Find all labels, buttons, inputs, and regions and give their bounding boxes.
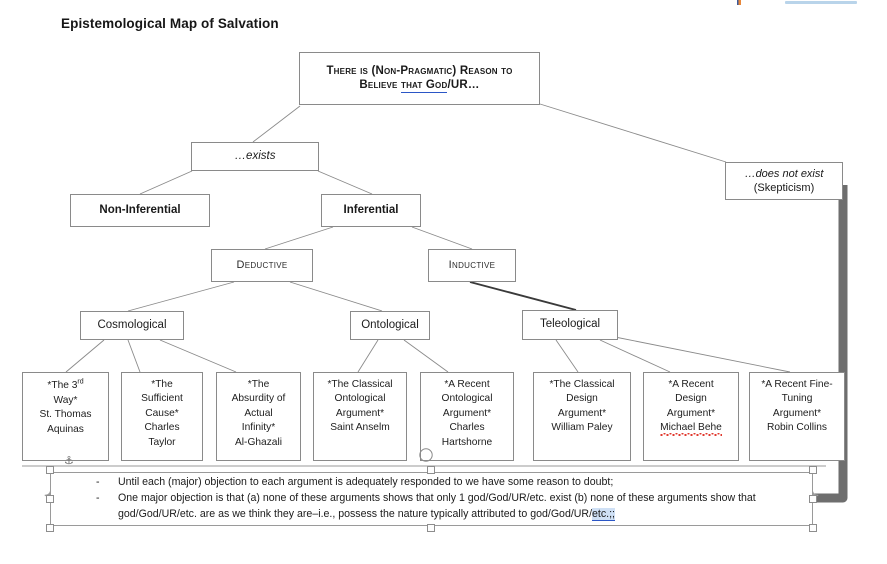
leaf-fine-tuning[interactable]: *A Recent Fine- Tuning Argument* Robin C…: [749, 372, 845, 461]
node-deductive[interactable]: Deductive: [211, 249, 313, 282]
note-line-2: One major objection is that (a) none of …: [118, 490, 801, 522]
root-line2-post: /UR…: [447, 78, 480, 91]
leaf-line: Argument*: [666, 407, 716, 419]
leaf-line: Robin Collins: [766, 422, 828, 434]
resize-handle-top-right[interactable]: [809, 466, 817, 474]
node-cosmological[interactable]: Cosmological: [80, 311, 184, 340]
resize-handle-bottom-right[interactable]: [809, 524, 817, 532]
leaf-recent-design[interactable]: *A Recent Design Argument* Michael Behe: [643, 372, 739, 461]
leaf-line: Sufficient: [141, 393, 183, 405]
note-box-border: [50, 472, 813, 526]
root-line-1: There is (Non-Pragmatic) Reason to: [326, 64, 513, 77]
leaf-line: Charles: [449, 422, 485, 434]
leaf-line: *The: [247, 379, 270, 390]
resize-handle-bottom-left[interactable]: [46, 524, 54, 532]
note-text-object[interactable]: { } - Until each (major) objection to ea…: [40, 466, 823, 532]
leaf-line: Ontological: [441, 393, 493, 405]
leaf-line-spellchecked: Michael Behe: [660, 422, 722, 438]
page-title: Epistemological Map of Salvation: [61, 16, 279, 31]
leaf-line: Absurdity of: [231, 393, 286, 405]
leaf-line: *The 3rd: [47, 379, 84, 392]
leaf-line: *A Recent Fine-: [761, 379, 833, 390]
leaf-line: *The Classical: [327, 379, 393, 390]
leaf-line: Design: [675, 393, 707, 405]
node-inductive-label: Inductive: [448, 259, 496, 272]
leaf-line: Argument*: [442, 407, 492, 419]
resize-handle-bottom-center[interactable]: [427, 524, 435, 532]
leaf-third-way[interactable]: *The 3rd Way* St. Thomas Aquinas: [22, 372, 109, 461]
node-ontological[interactable]: Ontological: [350, 311, 430, 340]
note-line-1: Until each (major) objection to each arg…: [118, 476, 614, 488]
note-selected-text[interactable]: etc.;;: [592, 508, 615, 522]
leaf-line: *The: [151, 379, 173, 390]
resize-handle-middle-right[interactable]: [809, 495, 817, 503]
leaf-line: Argument*: [772, 407, 822, 419]
note-line-2-text: One major objection is that (a) none of …: [118, 492, 756, 505]
node-root[interactable]: There is (Non-Pragmatic) Reason to Belie…: [299, 52, 540, 105]
object-anchor-icon: ⚓: [64, 455, 74, 467]
node-teleological-label: Teleological: [539, 318, 601, 331]
leaf-line: Charles: [144, 422, 180, 434]
node-inferential[interactable]: Inferential: [321, 194, 421, 227]
comment-marker-icon: [419, 448, 433, 462]
node-inferential-label: Inferential: [343, 203, 399, 216]
leaf-line: *A Recent: [444, 379, 490, 390]
leaf-line: Argument*: [557, 407, 607, 419]
leaf-line: Tuning: [781, 393, 813, 405]
leaf-line: Hartshorne: [441, 436, 493, 448]
node-teleological[interactable]: Teleological: [522, 310, 618, 340]
root-line2-pre: Believe: [359, 78, 401, 91]
node-non-inferential[interactable]: Non-Inferential: [70, 194, 210, 227]
node-exists-label: …exists: [234, 149, 276, 162]
leaf-line: Infinity*: [241, 422, 276, 434]
node-deductive-label: Deductive: [236, 259, 288, 272]
resize-handle-top-center[interactable]: [427, 466, 435, 474]
leaf-line: Way*: [53, 394, 78, 406]
leaf-actual-infinity[interactable]: *The Absurdity of Actual Infinity* Al-Gh…: [216, 372, 301, 461]
leaf-line: Actual: [244, 407, 273, 419]
skepticism-line-2: (Skepticism): [753, 182, 815, 194]
leaf-sufficient-cause[interactable]: *The Sufficient Cause* Charles Taylor: [121, 372, 203, 461]
leaf-line: William Paley: [551, 422, 613, 434]
resize-handle-top-left[interactable]: [46, 466, 54, 474]
leaf-line: Al-Ghazali: [235, 436, 282, 448]
leaf-line: *The Classical: [549, 379, 615, 390]
root-hyperlink-that-god[interactable]: that God: [400, 78, 448, 93]
root-line-2: Believe that God/UR…: [303, 78, 536, 93]
note-bullet-2: - One major objection is that (a) none o…: [96, 490, 801, 522]
node-non-inferential-label: Non-Inferential: [99, 203, 181, 216]
resize-handle-middle-left[interactable]: [46, 495, 54, 503]
leaf-line: Taylor: [148, 436, 176, 448]
note-body: - Until each (major) objection to each a…: [96, 474, 801, 522]
leaf-line: Argument*: [335, 407, 385, 419]
chrome-blue-bar: [785, 1, 857, 4]
chrome-color-chip-icon: [737, 0, 741, 5]
node-inductive[interactable]: Inductive: [428, 249, 516, 282]
node-exists[interactable]: …exists: [191, 142, 319, 171]
inductive-teleological-connector: [469, 281, 577, 311]
leaf-line: Aquinas: [47, 423, 84, 435]
leaf-line: Cause*: [145, 407, 179, 419]
node-ontological-label: Ontological: [361, 318, 419, 331]
leaf-line: St. Thomas: [39, 409, 92, 421]
leaf-classical-ontological[interactable]: *The Classical Ontological Argument* Sai…: [313, 372, 407, 461]
bullet-marker: -: [96, 492, 100, 505]
window-chrome-fragment: [0, 0, 887, 6]
leaf-classical-design[interactable]: *The Classical Design Argument* William …: [533, 372, 631, 461]
leaf-line: Ontological: [334, 393, 386, 405]
skepticism-arrow: [780, 185, 848, 512]
leaf-recent-ontological[interactable]: *A Recent Ontological Argument* Charles …: [420, 372, 514, 461]
leaf-line: Saint Anselm: [330, 422, 390, 434]
leaf-line: Design: [566, 393, 598, 405]
skepticism-line-1: …does not exist: [744, 167, 824, 180]
node-cosmological-label: Cosmological: [97, 318, 167, 331]
note-line-3-text: god/God/UR/etc. are as we think they are…: [118, 508, 593, 521]
node-does-not-exist[interactable]: …does not exist (Skepticism): [725, 162, 843, 200]
note-bullet-1: - Until each (major) objection to each a…: [96, 474, 801, 490]
leaf-line: *A Recent: [668, 379, 714, 390]
bullet-marker: -: [96, 476, 100, 488]
